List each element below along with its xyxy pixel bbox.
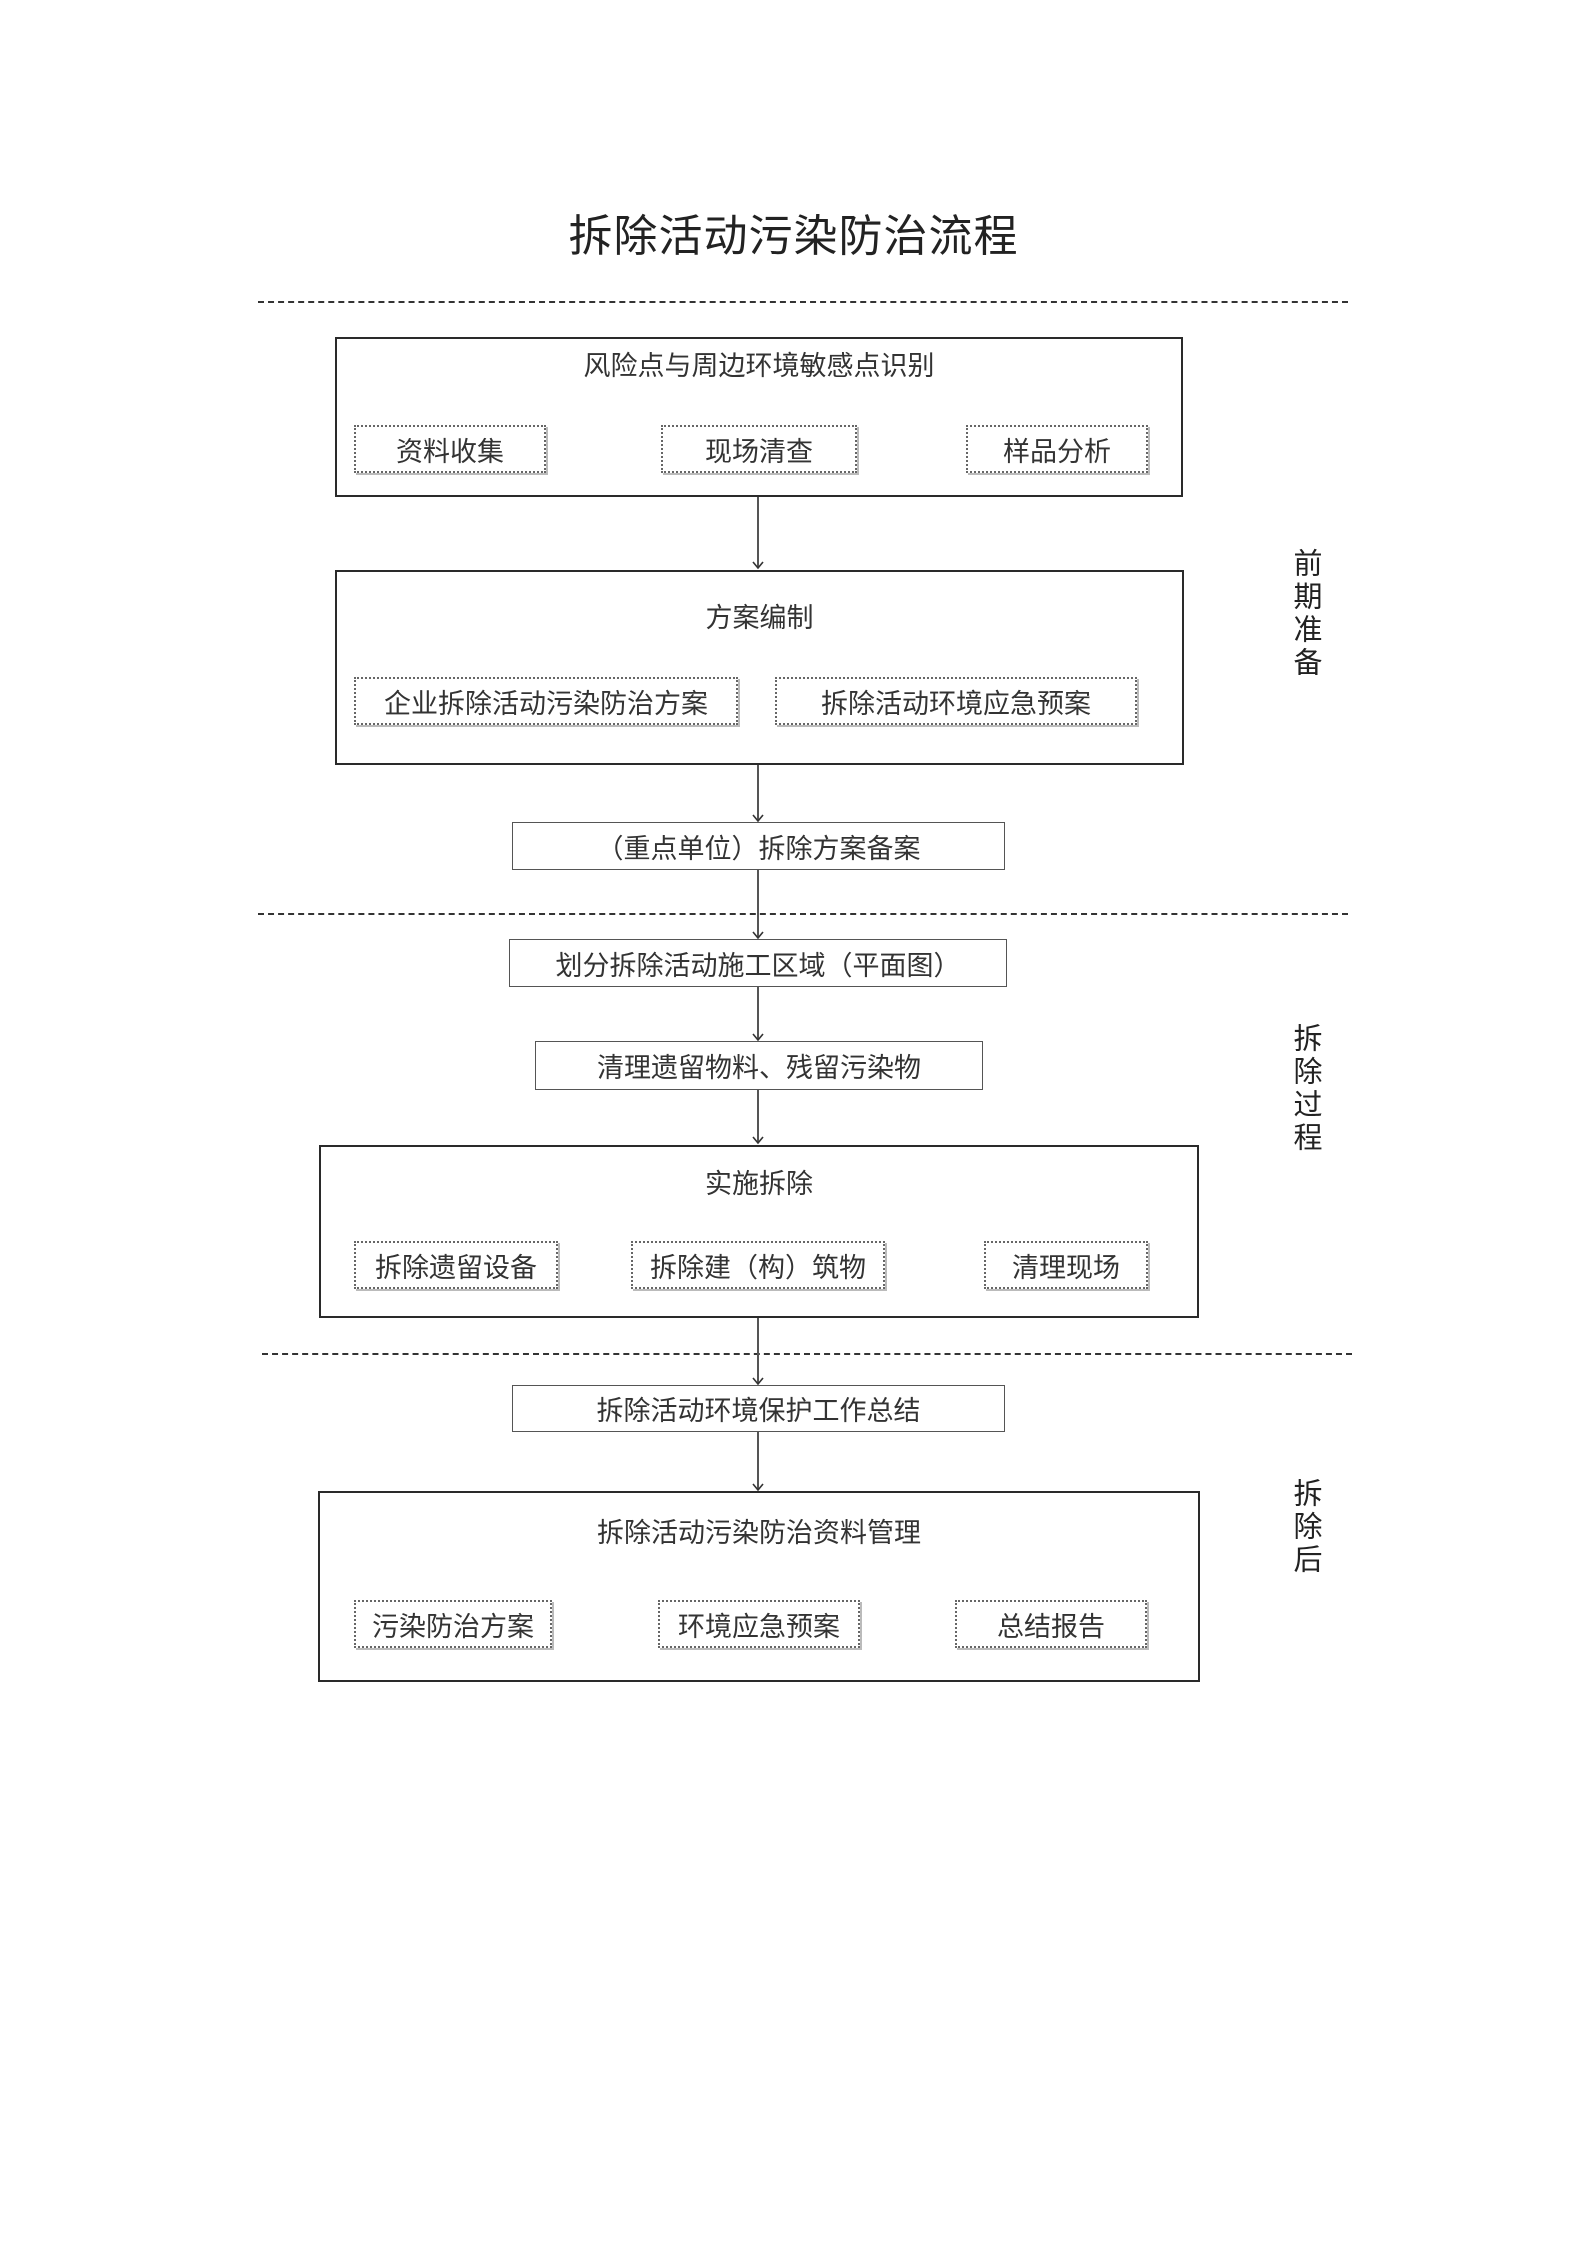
archive-item-prevention-scheme: 污染防治方案: [354, 1600, 552, 1648]
cleanup-box: 清理遗留物料、残留污染物: [535, 1041, 983, 1090]
phase-label-pre: 前期准备: [1289, 548, 1323, 680]
phase-separator: [258, 301, 1348, 303]
identify-heading: 风险点与周边环境敏感点识别: [583, 351, 935, 382]
filing-box: （重点单位）拆除方案备案: [512, 822, 1005, 870]
phase-separator: [262, 1353, 1352, 1355]
summary-box: 拆除活动环境保护工作总结: [512, 1385, 1005, 1432]
demolish-heading: 实施拆除: [705, 1169, 813, 1200]
identify-item-sample-analysis: 样品分析: [966, 425, 1148, 473]
demolish-item-equipment: 拆除遗留设备: [354, 1241, 558, 1289]
archive-item-emergency-plan: 环境应急预案: [658, 1600, 860, 1648]
phase-label-post: 拆除后: [1289, 1478, 1323, 1577]
phase-separator: [258, 913, 1348, 915]
demolish-item-buildings: 拆除建（构）筑物: [631, 1241, 885, 1289]
plan-item-prevention-scheme: 企业拆除活动污染防治方案: [354, 677, 738, 725]
archive-item-summary-report: 总结报告: [955, 1600, 1147, 1648]
plan-box: [335, 570, 1184, 765]
zoning-box: 划分拆除活动施工区域（平面图）: [509, 939, 1007, 987]
identify-item-data-collection: 资料收集: [354, 425, 546, 473]
demolish-box: [319, 1145, 1199, 1318]
archive-box: [318, 1491, 1200, 1682]
archive-heading: 拆除活动污染防治资料管理: [597, 1518, 921, 1549]
page-title: 拆除活动污染防治流程: [568, 211, 1019, 262]
plan-heading: 方案编制: [705, 603, 814, 634]
demolish-item-site-clearing: 清理现场: [984, 1241, 1148, 1289]
phase-label-process: 拆除过程: [1289, 1023, 1323, 1155]
identify-item-site-survey: 现场清查: [661, 425, 857, 473]
plan-item-emergency-plan: 拆除活动环境应急预案: [775, 677, 1137, 725]
